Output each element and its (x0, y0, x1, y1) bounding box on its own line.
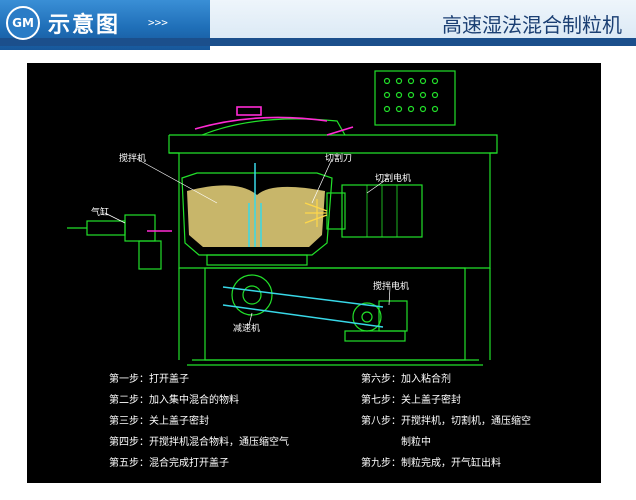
label-cutter-motor: 切割电机 (375, 174, 412, 184)
label-stir-motor: 搅拌电机 (373, 282, 410, 292)
label-cylinder: 气缸 (91, 208, 110, 218)
drive-belt-bottom (222, 304, 384, 328)
label-stirrer: 搅拌机 (119, 154, 147, 164)
machine-diagram: 搅拌机 切割刀 切割电机 气缸 搅拌电机 减速机 第一步：打开盖子 第二步：加入… (27, 63, 601, 483)
step-8: 第八步：开搅拌机，切割机，通压缩空 (361, 416, 531, 427)
step-6: 第六步：加入粘合剂 (361, 374, 451, 385)
section-title: 示意图 (48, 13, 121, 38)
header-right-panel (200, 0, 636, 40)
machine-drawing (67, 70, 498, 366)
mixing-bowl (181, 172, 333, 256)
mixing-material (187, 185, 325, 247)
step-5: 第五步：混合完成打开盖子 (109, 458, 229, 469)
step-3: 第三步：关上盖子密封 (109, 416, 209, 427)
drive-belt-top (222, 286, 384, 308)
lid-seal (194, 116, 328, 130)
step-1: 第一步：打开盖子 (109, 374, 189, 385)
logo-icon: GM (6, 6, 40, 40)
page-title: 高速湿法混合制粒机 (442, 13, 622, 37)
step-4: 第四步：开搅拌机混合物料，通压缩空气 (109, 437, 289, 448)
lower-frame (204, 267, 466, 361)
header-underline (0, 38, 636, 46)
air-cylinder (86, 220, 126, 236)
stir-motor (378, 300, 408, 332)
label-reducer: 减速机 (233, 324, 261, 334)
step-2: 第二步：加入集中混合的物料 (109, 395, 239, 406)
control-panel-lights (383, 77, 439, 113)
step-9: 第九步：制粒完成，开气缸出料 (361, 458, 501, 469)
cutter-blades (304, 199, 328, 227)
chevron-arrows-icon: >>> (148, 16, 168, 29)
step-8-continued: 制粒中 (401, 437, 431, 448)
header-bar: GM 示意图 >>> 高速湿法混合制粒机 (0, 0, 636, 50)
lid (201, 118, 346, 136)
step-7: 第七步：关上盖子密封 (361, 395, 461, 406)
label-cutter: 切割刀 (325, 154, 353, 164)
reducer-pulley (231, 274, 273, 316)
control-panel (374, 70, 456, 126)
